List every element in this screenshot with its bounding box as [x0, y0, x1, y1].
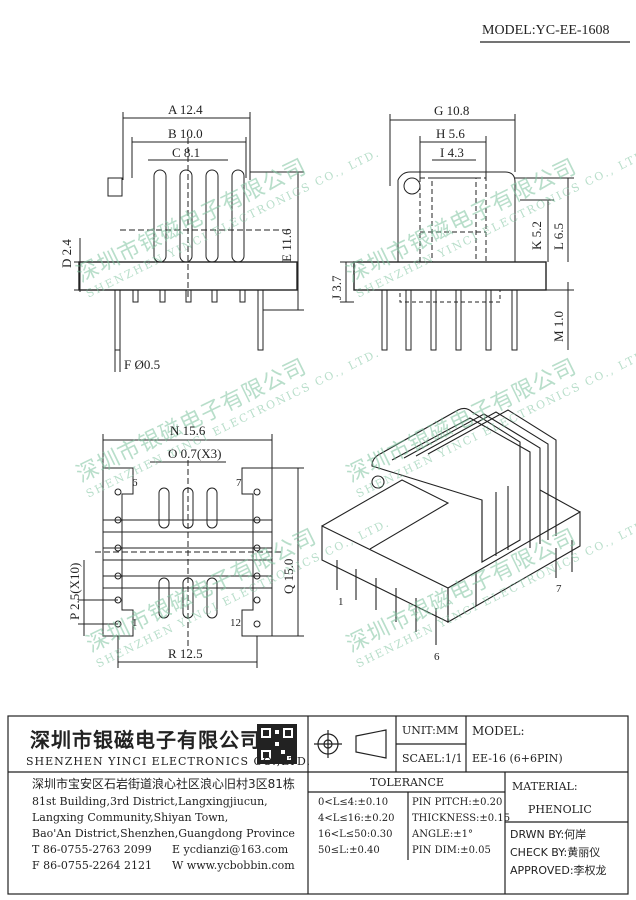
dim-h-label: H 5.6: [436, 126, 465, 141]
dim-f-label: F Ø0.5: [124, 357, 161, 372]
model-header: MODEL:YC-EE-1608: [482, 23, 610, 38]
drawn-by: DRWN BY:何岸: [510, 828, 587, 841]
dim-r-label: R 12.5: [168, 646, 203, 661]
model-label: MODEL:: [472, 724, 525, 738]
dim-j-label: J 3.7: [329, 275, 344, 300]
pin-number: 6: [132, 477, 138, 489]
tolerance-title: TOLERANCE: [370, 776, 444, 789]
pin-number: 1: [132, 617, 138, 629]
material-value: PHENOLIC: [528, 803, 592, 816]
dim-q-label: Q 15.0: [281, 558, 296, 594]
title-block-lines: [7, 715, 629, 895]
dim-b-label: B 10.0: [168, 126, 203, 141]
pin-number: 12: [230, 617, 241, 629]
dim-n-label: N 15.6: [170, 423, 206, 438]
email: E ycdianzi@163.com: [172, 843, 289, 856]
bottom-view: [78, 434, 304, 668]
front-view: [74, 112, 304, 372]
dim-p-label: P 2.5(X10): [67, 562, 82, 620]
tolerance-row: 0<L≤4:±0.10: [318, 797, 389, 808]
address-cn: 深圳市宝安区石岩街道浪心社区浪心旧村3区81栋: [32, 777, 295, 791]
tolerance-row: PIN DIM:±0.05: [412, 845, 491, 856]
dim-k-label: K 5.2: [529, 221, 544, 250]
dim-m-label: M 1.0: [551, 310, 566, 342]
dim-i-label: I 4.3: [440, 145, 464, 160]
dim-d-label: D 2.4: [59, 239, 74, 268]
address-en-line: Bao'An District,Shenzhen,Guangdong Provi…: [32, 827, 295, 840]
fax: F 86-0755-2264 2121: [32, 859, 153, 872]
side-view: [340, 114, 574, 351]
dim-o-label: O 0.7(X3): [168, 446, 222, 461]
address-en-line: 81st Building,3rd District,Langxingjiucu…: [32, 795, 268, 808]
unit: UNIT:MM: [402, 724, 459, 737]
checked-by: CHECK BY:黄丽仪: [510, 846, 601, 859]
dim-g-label: G 10.8: [434, 103, 470, 118]
website: W www.ycbobbin.com: [172, 859, 295, 872]
pin-number: 1: [338, 596, 344, 608]
approved-by: APPROVED:李权龙: [510, 864, 607, 877]
dim-l-label: L 6.5: [551, 223, 566, 250]
model-value: EE-16 (6+6PIN): [472, 752, 563, 765]
address-en-line: Langxing Community,Shiyan Town,: [32, 811, 229, 824]
pin-number: 7: [556, 583, 562, 595]
company-name-cn: 深圳市银磁电子有限公司: [30, 728, 261, 752]
tel: T 86-0755-2763 2099: [32, 843, 152, 856]
tolerance-row: PIN PITCH:±0.20: [412, 797, 503, 808]
isometric-view: [321, 407, 581, 645]
material-label: MATERIAL:: [512, 780, 578, 793]
scale: SCAEL:1/1: [402, 752, 463, 765]
pin-number: 6: [434, 651, 440, 663]
tolerance-row: 16<L≤50:0.30: [318, 829, 393, 840]
dim-c-label: C 8.1: [172, 145, 201, 160]
dim-e-label: E 11.6: [279, 228, 294, 262]
tolerance-row: 50≤L:±0.40: [318, 845, 380, 856]
pin-number: 7: [236, 477, 242, 489]
tolerance-row: ANGLE:±1°: [412, 829, 474, 840]
company-name-en: SHENZHEN YINCI ELECTRONICS CO.,LTD.: [26, 755, 311, 768]
dim-a-label: A 12.4: [168, 102, 203, 117]
tolerance-row: THICKNESS:±0.15: [412, 813, 511, 824]
tolerance-row: 4<L≤16:±0.20: [318, 813, 395, 824]
